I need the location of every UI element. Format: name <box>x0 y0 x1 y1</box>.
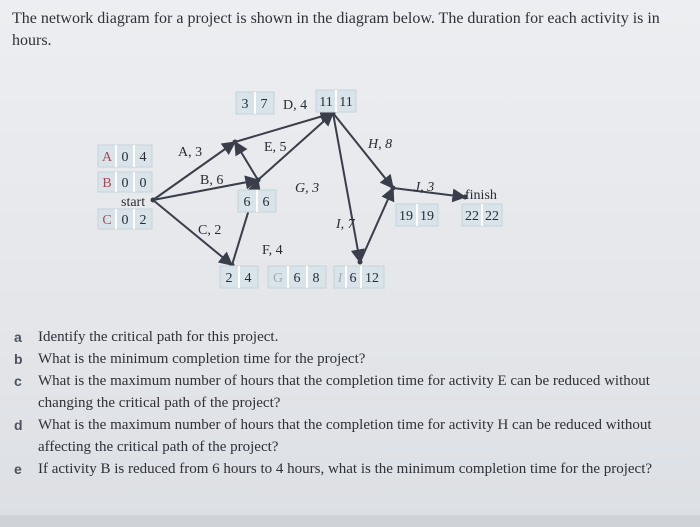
question-e: e If activity B is reduced from 6 hours … <box>14 458 684 480</box>
intro-text: The network diagram for a project is sho… <box>12 10 660 49</box>
label-finish: finish <box>465 188 497 203</box>
node5-late: 8 <box>313 271 320 286</box>
legend-A-letter: A <box>102 150 113 165</box>
question-b: b What is the minimum completion time fo… <box>14 348 684 370</box>
label-A: A, 3 <box>178 145 202 160</box>
question-letter: b <box>14 351 23 367</box>
edge-G <box>257 112 335 181</box>
question-letter: e <box>14 461 22 477</box>
question-list: a Identify the critical path for this pr… <box>14 326 684 480</box>
question-letter: c <box>14 373 22 389</box>
edge-D <box>234 109 335 143</box>
question-letter: d <box>14 417 23 433</box>
legend-B-late: 0 <box>140 176 147 191</box>
node7-late: 19 <box>420 209 434 224</box>
label-D: D, 4 <box>283 98 307 113</box>
node6-early: 6 <box>350 271 357 286</box>
question-text: If activity B is reduced from 6 hours to… <box>38 461 653 477</box>
legend-B-letter: B <box>102 176 111 191</box>
legend-A-late: 4 <box>140 150 147 165</box>
page-bottom-edge <box>0 515 700 527</box>
edge-H <box>332 112 394 190</box>
label-B: B, 6 <box>200 173 223 188</box>
question-a: a Identify the critical path for this pr… <box>14 326 684 348</box>
label-F: F, 4 <box>262 243 283 258</box>
legend-A-early: 0 <box>122 150 129 165</box>
question-text: What is the maximum number of hours that… <box>38 373 650 411</box>
question-text: Identify the critical path for this proj… <box>38 329 279 345</box>
node6-late: 12 <box>365 271 379 286</box>
question-letter: a <box>14 329 22 345</box>
edge-I <box>332 112 365 264</box>
label-C: C, 2 <box>198 223 221 238</box>
node1-late: 7 <box>261 97 268 112</box>
label-I: I, 7 <box>335 217 356 232</box>
network-diagram: 3 7 11 11 6 6 2 4 G 6 8 <box>97 89 503 289</box>
node8-late: 22 <box>485 209 499 224</box>
edge-I2 <box>359 186 395 263</box>
edge-B <box>152 175 260 201</box>
label-J: J, 3 <box>414 180 434 195</box>
node1-early: 3 <box>242 97 249 112</box>
label-start: start <box>121 195 145 210</box>
node3-early: 6 <box>244 195 251 210</box>
node7-early: 19 <box>399 209 413 224</box>
node2-late: 11 <box>339 95 352 110</box>
question-c: c What is the maximum number of hours th… <box>14 370 684 414</box>
question-d: d What is the maximum number of hours th… <box>14 414 684 458</box>
node5-letter: G <box>273 271 283 286</box>
edge-E <box>234 140 259 181</box>
label-G: G, 3 <box>295 181 319 196</box>
node2-early: 11 <box>319 95 332 110</box>
label-H: H, 8 <box>367 137 392 152</box>
node6-letter: I <box>337 271 344 286</box>
edge-A <box>152 141 237 201</box>
legend-C-early: 0 <box>122 213 129 228</box>
node8-early: 22 <box>465 209 479 224</box>
edge-C <box>152 199 234 266</box>
node4-late: 4 <box>245 271 252 286</box>
node4-early: 2 <box>226 271 233 286</box>
legend-C-letter: C <box>102 213 111 228</box>
question-text: What is the maximum number of hours that… <box>38 417 652 455</box>
legend-C-late: 2 <box>140 213 147 228</box>
edge-J <box>392 187 467 203</box>
node3-late: 6 <box>263 195 270 210</box>
question-text: What is the minimum completion time for … <box>38 351 366 367</box>
legend-B-early: 0 <box>122 176 129 191</box>
node5-early: 6 <box>294 271 301 286</box>
label-E: E, 5 <box>264 140 287 155</box>
